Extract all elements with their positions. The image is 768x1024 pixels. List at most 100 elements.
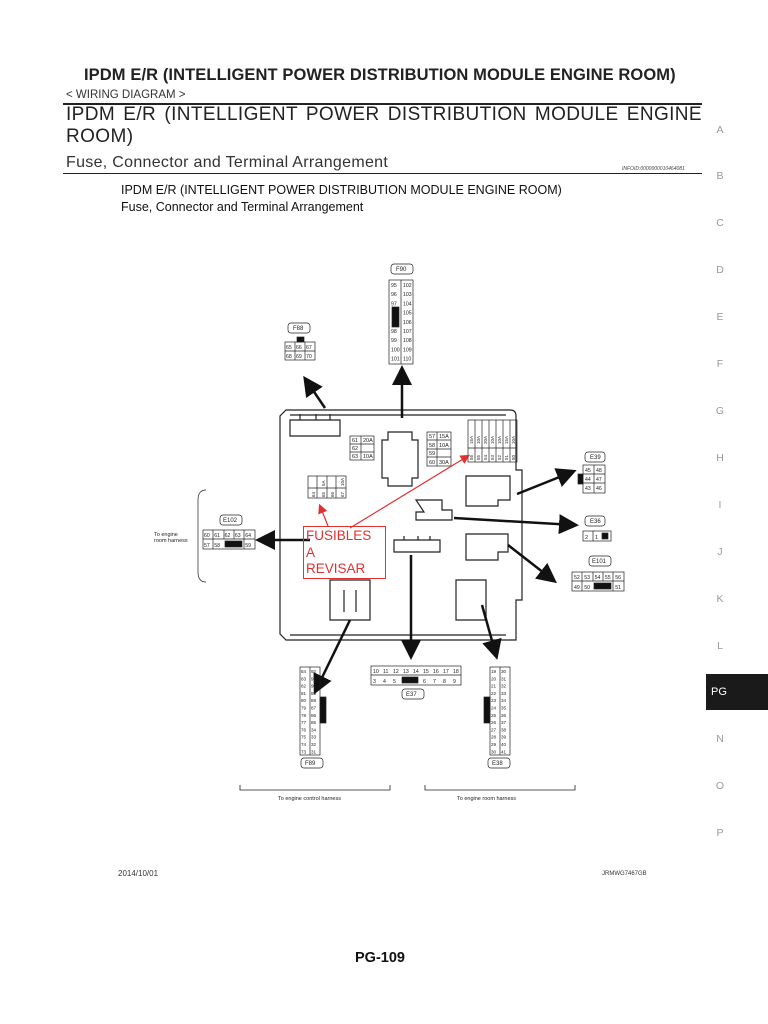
terminal-e37-12: 12	[393, 669, 399, 675]
fuse-block-left	[349, 435, 375, 461]
side-tab-b[interactable]: B	[716, 170, 724, 182]
connector-e39	[577, 451, 606, 494]
terminal-f89-77: 77	[301, 720, 307, 725]
terminal-e37-4: 4	[383, 679, 386, 685]
terminal-e38-38: 38	[501, 727, 507, 732]
connector-e102	[197, 489, 256, 583]
terminal-f88-67: 67	[306, 345, 312, 351]
terminal-e38-35: 35	[501, 706, 507, 711]
terminal-e38-30: 30	[491, 749, 497, 754]
terminal-f88-70: 70	[306, 354, 312, 360]
fuse-rating-50: 10A	[511, 436, 516, 444]
terminal-f90-105: 105	[403, 311, 412, 317]
terminal-f90-109: 109	[403, 347, 412, 353]
header-rule	[63, 103, 702, 105]
fuse-num-65: 65	[321, 491, 326, 497]
terminal-e38-30: 30	[501, 669, 507, 674]
fuse-num-67: 67	[340, 491, 345, 497]
terminal-f89-73: 73	[301, 749, 307, 754]
connector-e38	[483, 666, 511, 769]
side-tab-a[interactable]: A	[716, 124, 724, 136]
terminal-e39-46: 46	[596, 486, 602, 492]
fuse-block-right-vertical	[467, 419, 518, 463]
terminal-f89-80: 80	[301, 698, 307, 703]
terminal-e36-1: 1	[595, 535, 598, 541]
terminal-f89-90: 90	[311, 684, 317, 689]
arrow-to-e38	[480, 604, 502, 660]
side-tab-n[interactable]: N	[716, 733, 724, 745]
fuse-num-52: 52	[497, 454, 502, 460]
side-tab-c[interactable]: C	[716, 217, 724, 229]
connector-id-e39: E39	[590, 455, 601, 461]
annotation-line-2: A	[306, 544, 316, 560]
terminal-f90-107: 107	[403, 329, 412, 335]
terminal-f89-83: 83	[301, 676, 307, 681]
harness-bottom-right: To engine room harness	[457, 796, 517, 802]
terminal-f90-108: 108	[403, 338, 412, 344]
fuse-num-56: 56	[469, 454, 474, 460]
fuse-num-64: 64	[311, 491, 316, 497]
fuse-num-61: 61	[352, 438, 358, 444]
terminal-e37-9: 9	[453, 679, 456, 685]
connector-id-f88: F88	[293, 326, 304, 332]
terminal-e101-56: 56	[615, 575, 621, 581]
fuse-rating-67: 10A	[340, 478, 345, 486]
side-tab-pg-active[interactable]: PG	[706, 674, 768, 710]
terminal-f90-100: 100	[391, 347, 400, 353]
terminal-e38-24: 24	[491, 706, 497, 711]
side-tab-g[interactable]: G	[715, 405, 725, 417]
side-tab-h[interactable]: H	[716, 452, 724, 464]
breadcrumb[interactable]: < WIRING DIAGRAM >	[66, 89, 186, 101]
connector-id-e37: E37	[406, 692, 417, 698]
terminal-e38-20: 20	[491, 676, 497, 681]
terminal-e37-11: 11	[383, 669, 388, 675]
connector-f90	[388, 263, 414, 365]
terminal-e101-51: 51	[615, 585, 621, 591]
terminal-f89-33: 33	[311, 735, 317, 740]
fuse-rating-53: 10A	[490, 436, 495, 444]
terminal-e102-61: 61	[214, 533, 220, 539]
fuse-rating-60: 30A	[439, 460, 449, 466]
terminal-e38-41: 41	[501, 749, 507, 754]
side-tab-f[interactable]: F	[716, 358, 724, 370]
side-tab-d[interactable]: D	[716, 264, 724, 276]
arrow-to-e36	[453, 514, 579, 535]
side-tab-i[interactable]: I	[718, 499, 722, 511]
terminal-e101-54: 54	[595, 575, 601, 581]
fuse-rating-65: 5A	[321, 480, 326, 486]
side-tab-e[interactable]: E	[716, 311, 724, 323]
terminal-f90-106: 106	[403, 320, 412, 326]
connector-arrows	[255, 365, 579, 695]
terminal-f90-99: 99	[391, 338, 397, 344]
terminal-e102-60: 60	[204, 533, 210, 539]
side-tab-l[interactable]: L	[717, 640, 723, 652]
terminal-e38-39: 39	[501, 735, 507, 740]
connector-id-f89: F89	[305, 761, 316, 767]
terminal-e38-29: 29	[491, 742, 497, 747]
fuse-num-54: 54	[483, 454, 488, 460]
terminal-e39-45: 45	[585, 468, 591, 474]
terminal-e38-23: 23	[491, 698, 497, 703]
fuse-rating-61: 20A	[363, 438, 373, 444]
arrow-to-e39	[516, 468, 577, 496]
terminal-e38-28: 28	[491, 735, 497, 740]
terminal-e101-52: 52	[574, 575, 580, 581]
terminal-f89-79: 79	[301, 706, 307, 711]
side-tab-o[interactable]: O	[715, 780, 725, 792]
terminal-f89-32: 32	[311, 742, 317, 747]
fuse-num-51: 51	[504, 454, 509, 460]
connector-f88	[284, 322, 316, 361]
terminal-e38-26: 26	[491, 720, 497, 725]
side-tab-j[interactable]: J	[717, 546, 723, 558]
terminal-e101-50: 50	[584, 585, 590, 591]
connector-id-e38: E38	[492, 761, 503, 767]
terminal-f90-103: 103	[403, 292, 412, 298]
terminal-e37-10: 10	[373, 669, 379, 675]
revision-date: 2014/10/01	[118, 869, 159, 878]
terminal-e101-49: 49	[574, 585, 580, 591]
side-tab-k[interactable]: K	[716, 593, 724, 605]
annotation-line-3: REVISAR	[306, 561, 366, 576]
terminal-f90-97: 97	[391, 301, 397, 307]
terminal-e38-27: 27	[491, 727, 497, 732]
side-tab-p[interactable]: P	[716, 827, 724, 839]
